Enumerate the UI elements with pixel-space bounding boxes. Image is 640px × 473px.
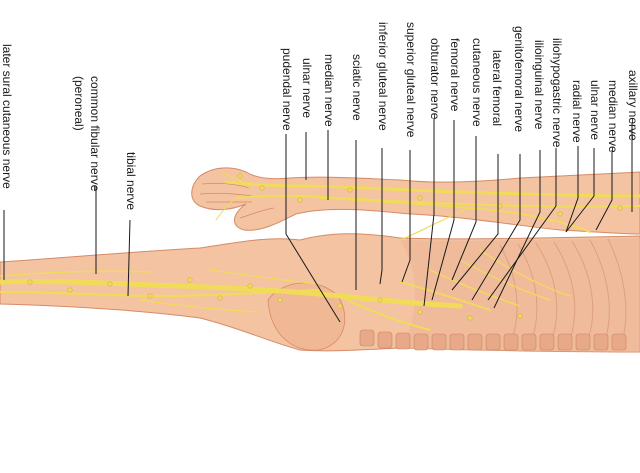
label-genitofemoral-nerve: genitofemoral nerve — [512, 26, 526, 133]
nerve-nodes — [27, 173, 623, 321]
label-median-nerve-arm: median nerve — [606, 80, 620, 153]
label-lateral-femoral: lateral femoral — [490, 50, 504, 127]
label-lateral-sural-cutaneous-nerve: later sural cutaneous nerve — [0, 44, 14, 189]
label-sciatic-nerve: sciatic nerve — [350, 54, 364, 121]
arm-nerves — [215, 173, 640, 241]
label-tibial-nerve: tibial nerve — [124, 152, 138, 211]
label-cutaneous-nerve: cutaneous nerve — [470, 38, 484, 127]
leg-nerves — [0, 249, 571, 331]
label-median-nerve-hand: median nerve — [322, 54, 336, 127]
label-common-fibular-nerve: common fibular nerve — [88, 76, 102, 192]
label-radial-nerve: radial nerve — [570, 80, 584, 143]
back-torso-shading — [400, 238, 640, 352]
label-iliohypogastric-nerve: iliohypogastric nerve — [550, 38, 564, 148]
label-ulnar-nerve-hand: ulnar nerve — [300, 58, 314, 119]
label-common-fibular-peroneal: (peroneal) — [72, 76, 86, 131]
arm-silhouette — [191, 167, 640, 235]
label-axillary-nerve: axillary nerve — [626, 70, 640, 141]
label-ulnar-nerve-arm: ulnar nerve — [588, 80, 602, 141]
label-ilioinguinal-nerve: ilioinguinal nerve — [532, 40, 546, 130]
label-femoral-nerve: femoral nerve — [448, 38, 462, 112]
label-obturator-nerve: obturator nerve — [428, 38, 442, 120]
label-inferior-gluteal-nerve: inferior gluteal nerve — [376, 22, 390, 131]
label-superior-gluteal-nerve: superior gluteal nerve — [404, 22, 418, 138]
leader-lines — [3, 118, 633, 323]
finger-lines — [199, 182, 275, 219]
buttock-shape — [267, 282, 346, 351]
label-pudendal-nerve: pudendal nerve — [280, 48, 294, 131]
spine-vertebrae — [359, 329, 627, 351]
